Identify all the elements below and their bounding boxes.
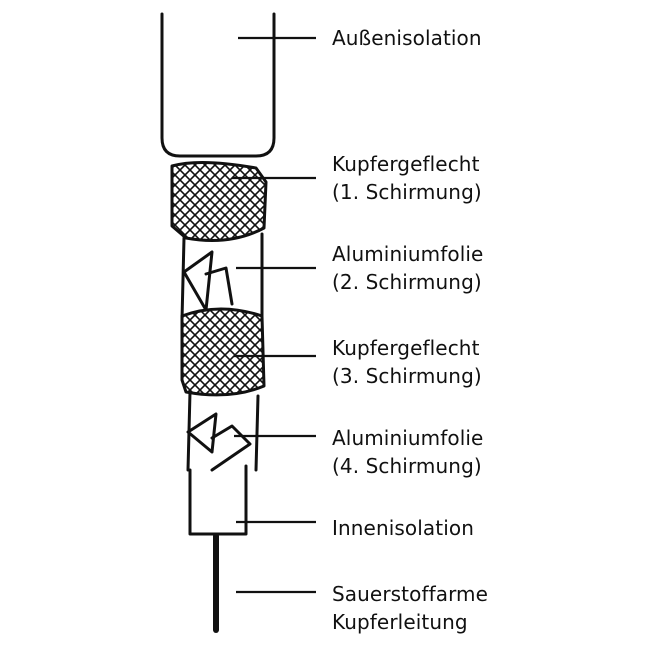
outer-insulation-shape bbox=[160, 12, 276, 158]
aluminium-foil-4-flap bbox=[186, 412, 218, 454]
inner-insulation-shape bbox=[188, 464, 248, 536]
label-aluminium-foil-4-line2: (4. Schirmung) bbox=[332, 454, 482, 478]
label-conductor-line2: Kupferleitung bbox=[332, 610, 468, 634]
label-copper-braid-3: Kupfergeflecht (3. Schirmung) bbox=[332, 334, 482, 390]
label-copper-braid-3-line2: (3. Schirmung) bbox=[332, 364, 482, 388]
copper-braid-1-shape bbox=[170, 160, 268, 242]
aluminium-foil-2-flap bbox=[182, 250, 214, 312]
copper-braid-3-shape bbox=[180, 307, 266, 397]
label-aluminium-foil-4: Aluminiumfolie (4. Schirmung) bbox=[332, 424, 483, 480]
label-outer-insulation: Außenisolation bbox=[332, 24, 482, 52]
label-copper-braid-1-line1: Kupfergeflecht bbox=[332, 152, 480, 176]
label-conductor-line1: Sauerstoffarme bbox=[332, 582, 489, 606]
label-aluminium-foil-4-line1: Aluminiumfolie bbox=[332, 426, 484, 450]
label-copper-braid-1: Kupfergeflecht (1. Schirmung) bbox=[332, 150, 482, 206]
label-inner-insulation-text: Innenisolation bbox=[332, 516, 474, 540]
label-copper-braid-1-line2: (1. Schirmung) bbox=[332, 180, 482, 204]
label-aluminium-foil-2-line2: (2. Schirmung) bbox=[332, 270, 482, 294]
label-inner-insulation: Innenisolation bbox=[332, 514, 474, 542]
label-copper-braid-3-line1: Kupfergeflecht bbox=[332, 336, 480, 360]
label-aluminium-foil-2-line1: Aluminiumfolie bbox=[332, 242, 484, 266]
aluminium-foil-2-body bbox=[180, 232, 264, 322]
aluminium-foil-4-band bbox=[210, 424, 252, 472]
aluminium-foil-2-band bbox=[204, 266, 234, 306]
label-outer-insulation-text: Außenisolation bbox=[332, 26, 482, 50]
label-aluminium-foil-2: Aluminiumfolie (2. Schirmung) bbox=[332, 240, 483, 296]
label-conductor: Sauerstoffarme Kupferleitung bbox=[332, 580, 488, 636]
